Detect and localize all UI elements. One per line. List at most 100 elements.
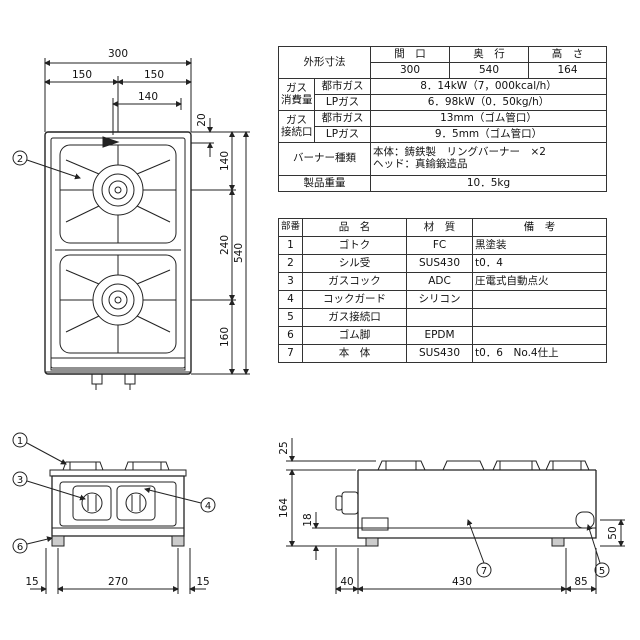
header-notes: 備 考 (472, 218, 607, 237)
lp-gas-conn-label: LPガス (314, 126, 371, 143)
side-view-labels: 25 164 18 50 40 430 85 7 5 (278, 441, 619, 588)
part-no: 3 (278, 272, 303, 291)
side-view (286, 438, 625, 594)
part-name: 本 体 (302, 344, 407, 363)
part-notes (472, 326, 607, 345)
part-name: シル受 (302, 254, 407, 273)
spec-table: 外形寸法 間 口 奥 行 高 さ 300 540 164 ガス 消費量 都市ガス… (278, 46, 607, 192)
header-name: 品 名 (302, 218, 407, 237)
part-name: ガスコック (302, 272, 407, 291)
col-width: 間 口 (370, 46, 450, 63)
callout-1-label: 1 (17, 436, 23, 447)
part-notes: t0．4 (472, 254, 607, 273)
val-height: 164 (528, 62, 607, 79)
top-view-labels: 300 150 150 140 20 140 240 160 540 2 (17, 48, 245, 347)
part-no: 1 (278, 236, 303, 255)
gas-connection-line2: 接続口 (281, 125, 313, 138)
part-no: 7 (278, 344, 303, 363)
part-material: FC (406, 236, 473, 255)
parts-table: 部番 品 名 材 質 備 考 1 ゴトク FC 黒塗装 2 シル受 SUS430… (278, 218, 607, 363)
lp-gas-label: LPガス (314, 94, 371, 111)
part-material: SUS430 (406, 254, 473, 273)
part-name: ゴトク (302, 236, 407, 255)
front-view (12, 432, 216, 594)
callout-5-label: 5 (599, 566, 605, 577)
part-no: 4 (278, 290, 303, 309)
part-material: ADC (406, 272, 473, 291)
table-row: 7 本 体 SUS430 t0．6 No.4仕上 (278, 344, 607, 363)
part-no: 2 (278, 254, 303, 273)
header-part-no: 部番 (278, 218, 303, 237)
city-gas-conn-value: 13mm（ゴム管口） (370, 110, 607, 127)
table-row: 4 コックガード シリコン (278, 290, 607, 309)
dim-20: 20 (196, 113, 208, 126)
dim-front-right: 15 (196, 576, 209, 588)
val-depth: 540 (449, 62, 529, 79)
table-row: 6 ゴム脚 EPDM (278, 326, 607, 345)
part-name: ゴム脚 (302, 326, 407, 345)
dim-front-center: 270 (108, 576, 128, 588)
gas-consumption-label: ガス 消費量 (278, 78, 315, 111)
callout-6-label: 6 (17, 542, 23, 553)
table-row: 3 ガスコック ADC 圧電式自動点火 (278, 272, 607, 291)
gas-connection-label: ガス 接続口 (278, 110, 315, 143)
dim-right-half: 150 (144, 69, 164, 81)
weight-label: 製品重量 (278, 175, 371, 192)
dim-offset: 140 (138, 91, 158, 103)
upper-grate (59, 144, 177, 244)
part-material: シリコン (406, 290, 473, 309)
gas-consumption-line1: ガス (286, 81, 307, 94)
part-notes: 黒塗装 (472, 236, 607, 255)
dim-front-left: 15 (25, 576, 38, 588)
col-height: 高 さ (528, 46, 607, 63)
part-no: 6 (278, 326, 303, 345)
dim-430: 430 (452, 576, 472, 588)
part-notes: t0．6 No.4仕上 (472, 344, 607, 363)
val-width: 300 (370, 62, 450, 79)
city-gas-conn-label: 都市ガス (314, 110, 371, 127)
burner-line1: 本体：鋳鉄製 リングバーナー ×2 (373, 146, 546, 159)
callout-3-label: 3 (17, 475, 23, 486)
part-notes (472, 308, 607, 327)
col-depth: 奥 行 (449, 46, 529, 63)
burner-type-label: バーナー種類 (278, 142, 371, 176)
part-material: SUS430 (406, 344, 473, 363)
burner-type-value: 本体：鋳鉄製 リングバーナー ×2 ヘッド：真鍮鍛造品 (370, 142, 607, 176)
dim-240: 240 (219, 235, 231, 255)
part-material (406, 308, 473, 327)
dim-total-width: 300 (108, 48, 128, 60)
part-no: 5 (278, 308, 303, 327)
outer-dims-label: 外形寸法 (278, 46, 371, 79)
part-name: コックガード (302, 290, 407, 309)
part-name: ガス接続口 (302, 308, 407, 327)
lp-gas-value: 6．98kW（0．50kg/h） (370, 94, 607, 111)
gas-connection-line1: ガス (286, 113, 307, 126)
callout-7-label: 7 (481, 566, 487, 577)
table-row: 2 シル受 SUS430 t0．4 (278, 254, 607, 273)
callout-4-label: 4 (205, 501, 211, 512)
lower-grate (59, 254, 177, 354)
weight-value: 10．5kg (370, 175, 607, 192)
lp-gas-conn-value: 9．5mm（ゴム管口） (370, 126, 607, 143)
dim-540: 540 (233, 243, 245, 263)
dim-164: 164 (278, 498, 290, 518)
burner-line2: ヘッド：真鍮鍛造品 (373, 158, 468, 170)
dim-50: 50 (607, 526, 619, 539)
part-notes (472, 290, 607, 309)
dim-left-half: 150 (72, 69, 92, 81)
gas-consumption-line2: 消費量 (281, 93, 313, 106)
table-row: 5 ガス接続口 (278, 308, 607, 327)
parts-header-row: 部番 品 名 材 質 備 考 (278, 218, 607, 237)
dim-160: 160 (219, 327, 231, 347)
dim-40: 40 (340, 576, 353, 588)
part-notes: 圧電式自動点火 (472, 272, 607, 291)
dim-140: 140 (219, 151, 231, 171)
table-row: 1 ゴトク FC 黒塗装 (278, 236, 607, 255)
front-view-labels: 1 3 4 6 15 270 15 (17, 436, 211, 588)
dim-18: 18 (302, 513, 314, 526)
city-gas-label: 都市ガス (314, 78, 371, 95)
part-material: EPDM (406, 326, 473, 345)
header-material: 材 質 (406, 218, 473, 237)
top-view (12, 58, 250, 390)
